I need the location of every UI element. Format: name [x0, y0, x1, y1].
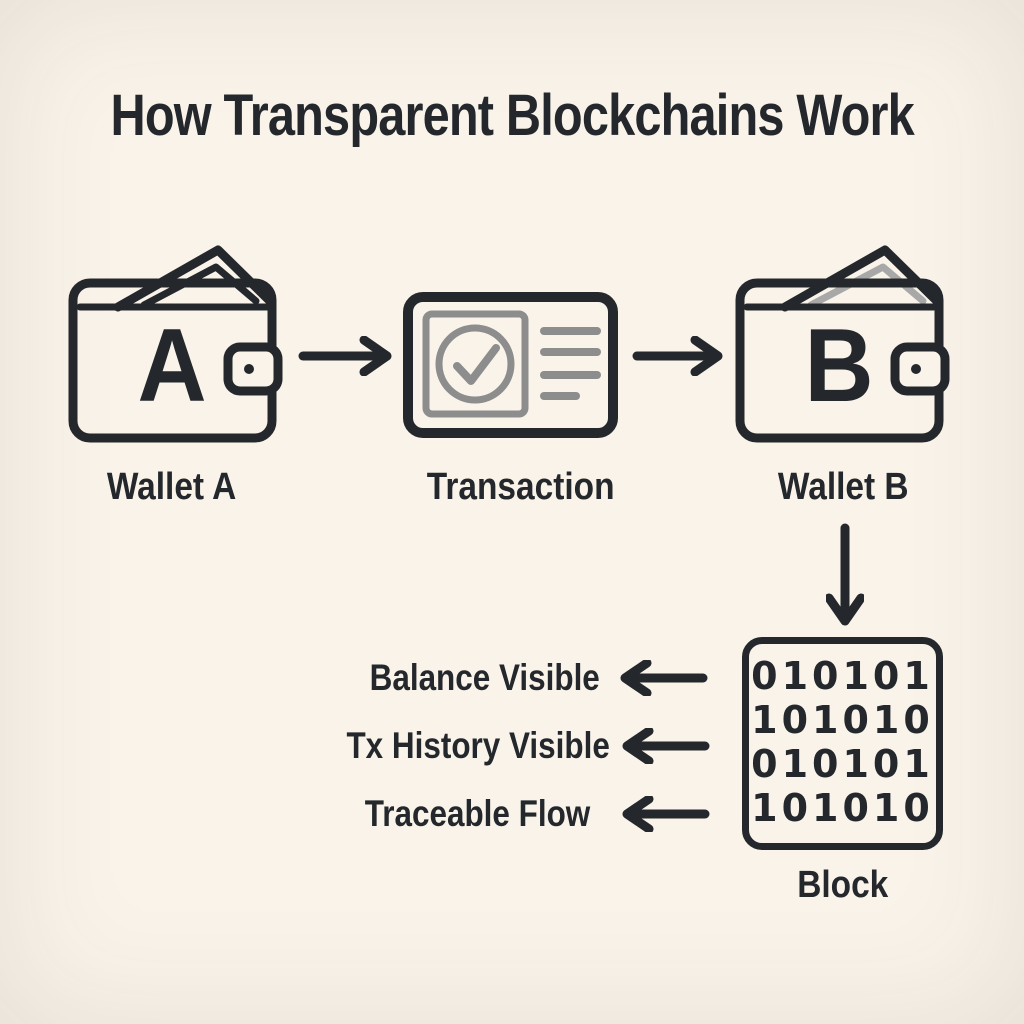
- arrow-down-icon: [824, 522, 866, 631]
- property-balance-visible: Balance Visible: [329, 658, 600, 698]
- transaction-label-text: Transaction: [427, 466, 615, 508]
- block-label: Block: [743, 864, 943, 907]
- wallet-a-label-text: Wallet A: [107, 466, 237, 508]
- binary-row: 101010: [751, 698, 934, 742]
- property-traceable-flow: Traceable Flow: [325, 794, 590, 834]
- arrow-left-icon: [618, 658, 708, 701]
- wallet-b-letter: B: [804, 307, 874, 424]
- binary-row: 010101: [751, 742, 934, 786]
- wallet-a-letter: A: [137, 307, 207, 424]
- wallet-icon: [68, 245, 283, 443]
- wallet-icon: [735, 245, 950, 443]
- wallet-b-icon: B: [735, 243, 950, 443]
- binary-row: 101010: [751, 786, 934, 830]
- wallet-a-label: Wallet A: [72, 466, 272, 509]
- page-title-text: How Transparent Blockchains Work: [110, 83, 914, 148]
- property-tx-history-visible: Tx History Visible: [300, 726, 610, 766]
- page-title: How Transparent Blockchains Work: [0, 82, 1024, 149]
- wallet-b-label: Wallet B: [743, 466, 943, 509]
- binary-block-icon: 010101 101010 010101 101010: [742, 637, 943, 850]
- property-traceable-flow-text: Traceable Flow: [364, 793, 590, 834]
- wallet-a-icon: A: [68, 243, 283, 443]
- arrow-left-icon: [620, 794, 710, 837]
- transaction-card-check-icon: [403, 292, 618, 443]
- binary-row: 010101: [751, 654, 934, 698]
- arrow-right-icon: [632, 335, 724, 381]
- property-tx-history-visible-text: Tx History Visible: [346, 725, 610, 766]
- block-label-text: Block: [797, 864, 889, 906]
- wallet-b-label-text: Wallet B: [777, 466, 909, 508]
- property-balance-visible-text: Balance Visible: [369, 657, 600, 698]
- arrow-right-icon: [298, 335, 393, 381]
- arrow-left-icon: [620, 726, 710, 769]
- transaction-label: Transaction: [404, 466, 638, 509]
